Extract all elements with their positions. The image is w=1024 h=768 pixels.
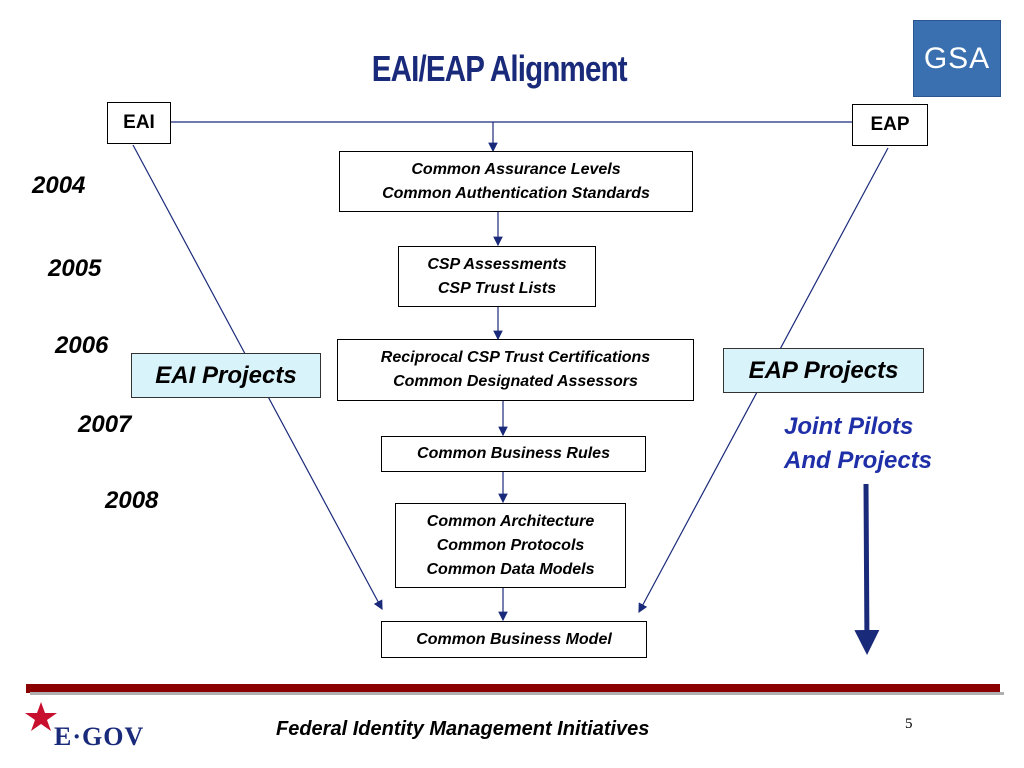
joint-line: Joint Pilots: [784, 413, 914, 440]
year-label: 2006: [55, 332, 109, 359]
year-label: 2008: [105, 487, 159, 514]
step-box-6: Common Business Model: [381, 621, 647, 658]
step-line: CSP Trust Lists: [437, 279, 557, 297]
step-line: Common Data Models: [426, 560, 595, 578]
step-box-2: CSP Assessments CSP Trust Lists: [398, 246, 596, 307]
eai-label: EAI: [123, 112, 155, 133]
step-box-3: Reciprocal CSP Trust Certifications Comm…: [337, 339, 694, 401]
step-box-4: Common Business Rules: [381, 436, 646, 472]
eap-projects-box: EAP Projects: [723, 348, 924, 393]
step-line: CSP Assessments: [427, 255, 567, 273]
page-number: 5: [905, 716, 913, 732]
year-label: 2004: [32, 172, 86, 199]
gsa-logo: GSA: [913, 20, 1001, 97]
egov-logo: E·GOV: [54, 722, 145, 751]
footer-bar-shadow: [30, 692, 1004, 695]
eai-projects-label: EAI Projects: [155, 361, 297, 389]
page-title: EAI/EAP Alignment: [371, 48, 628, 89]
step-line: Reciprocal CSP Trust Certifications: [380, 349, 651, 366]
step-line: Common Assurance Levels: [411, 160, 621, 178]
joint-pilots-arrow: [854, 483, 880, 655]
step-line: Common Protocols: [436, 536, 585, 554]
step-line: Common Designated Assessors: [393, 373, 638, 390]
star-icon: [25, 702, 57, 731]
footer-title: Federal Identity Management Initiatives: [276, 718, 650, 740]
joint-pilots-text: Joint Pilots And Projects: [784, 410, 932, 478]
eap-projects-label: EAP Projects: [748, 356, 899, 384]
eai-label-box: EAI: [107, 102, 171, 144]
eap-label-box: EAP: [852, 104, 928, 146]
step-line: Common Authentication Standards: [382, 184, 650, 202]
step-line: Common Business Model: [416, 630, 612, 648]
eai-projects-box: EAI Projects: [131, 353, 321, 398]
step-box-1: Common Assurance Levels Common Authentic…: [339, 151, 693, 212]
eap-label: EAP: [870, 114, 910, 135]
year-label: 2007: [78, 411, 132, 438]
step-line: Common Architecture: [426, 512, 595, 530]
step-line: Common Business Rules: [417, 445, 610, 462]
joint-line: And Projects: [784, 447, 933, 474]
step-box-5: Common Architecture Common Protocols Com…: [395, 503, 626, 588]
footer-bar: [26, 684, 1000, 693]
year-label: 2005: [48, 255, 102, 282]
